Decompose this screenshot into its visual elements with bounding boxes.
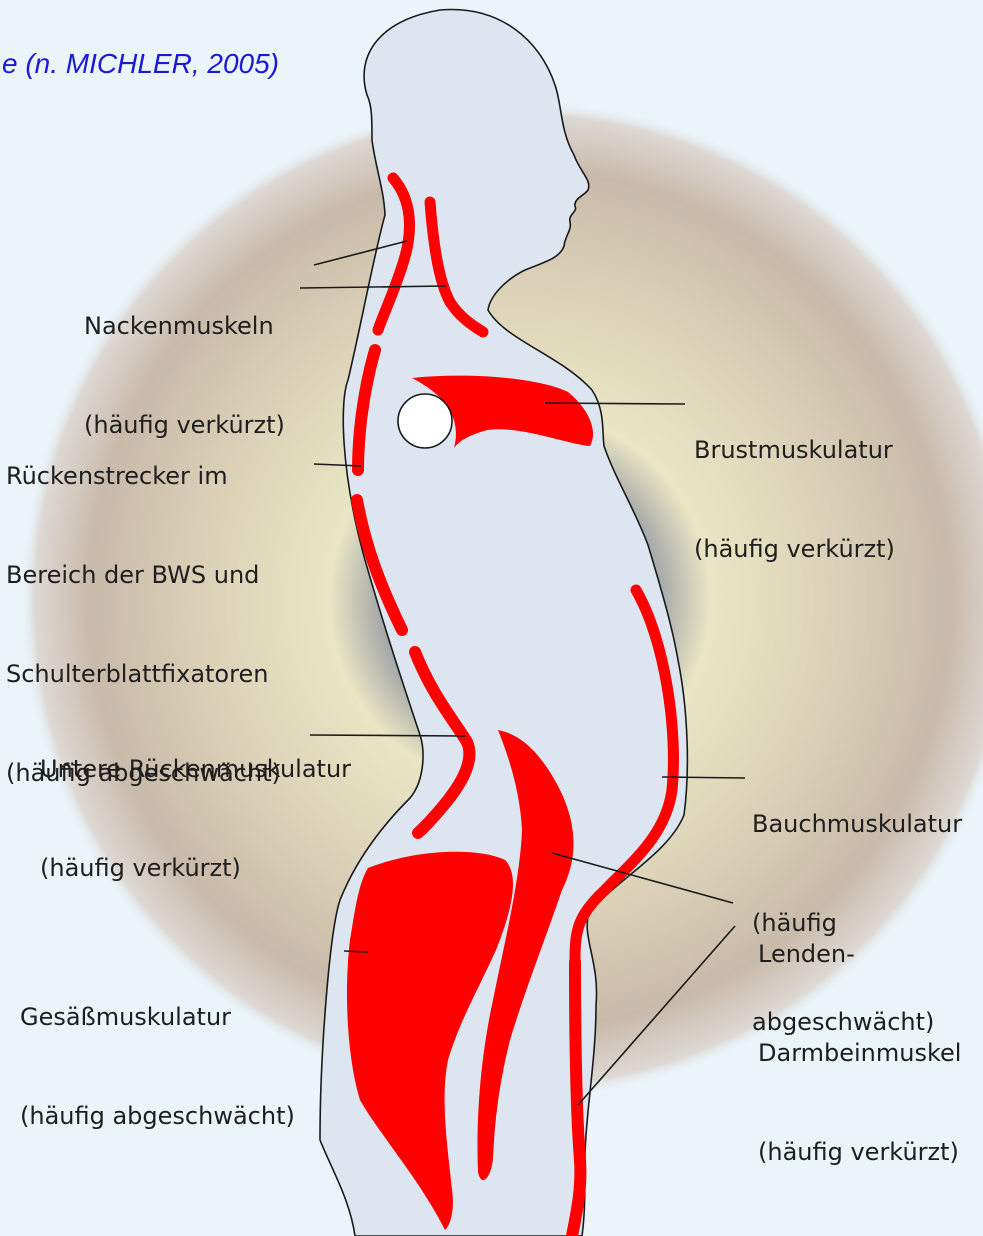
leader-gesaess	[344, 951, 368, 952]
shoulder-joint	[398, 394, 452, 448]
label-line: Brustmuskulatur	[694, 434, 895, 467]
figure-caption: e (n. MICHLER, 2005)	[2, 48, 279, 80]
label-line: (häufig abgeschwächt)	[20, 1100, 295, 1133]
label-untere-rueckenmuskulatur: Untere Rückenmuskulatur (häufig verkürzt…	[40, 687, 351, 951]
label-line: Lenden-	[758, 938, 961, 971]
label-gesaessmuskulatur: Gesäßmuskulatur (häufig abgeschwächt)	[20, 935, 295, 1199]
label-brustmuskulatur: Brustmuskulatur (häufig verkürzt)	[694, 368, 895, 632]
label-line: Darmbeinmuskel	[758, 1037, 961, 1070]
label-lenden-darmbeinmuskel: Lenden- Darmbeinmuskel (häufig verkürzt)	[758, 872, 961, 1235]
label-line: Gesäßmuskulatur	[20, 1001, 295, 1034]
label-line: Bauchmuskulatur	[752, 808, 962, 841]
label-line: Rückenstrecker im	[6, 460, 281, 493]
label-line: (häufig verkürzt)	[40, 852, 351, 885]
label-line: Nackenmuskeln	[84, 310, 285, 343]
label-line: Bereich der BWS und	[6, 559, 281, 592]
leader-brust	[545, 403, 685, 404]
label-line: (häufig verkürzt)	[758, 1136, 961, 1169]
label-line: (häufig verkürzt)	[694, 533, 895, 566]
thigh-front-muscle	[572, 962, 580, 1236]
leader-bauch	[662, 777, 745, 778]
label-line: Untere Rückenmuskulatur	[40, 753, 351, 786]
